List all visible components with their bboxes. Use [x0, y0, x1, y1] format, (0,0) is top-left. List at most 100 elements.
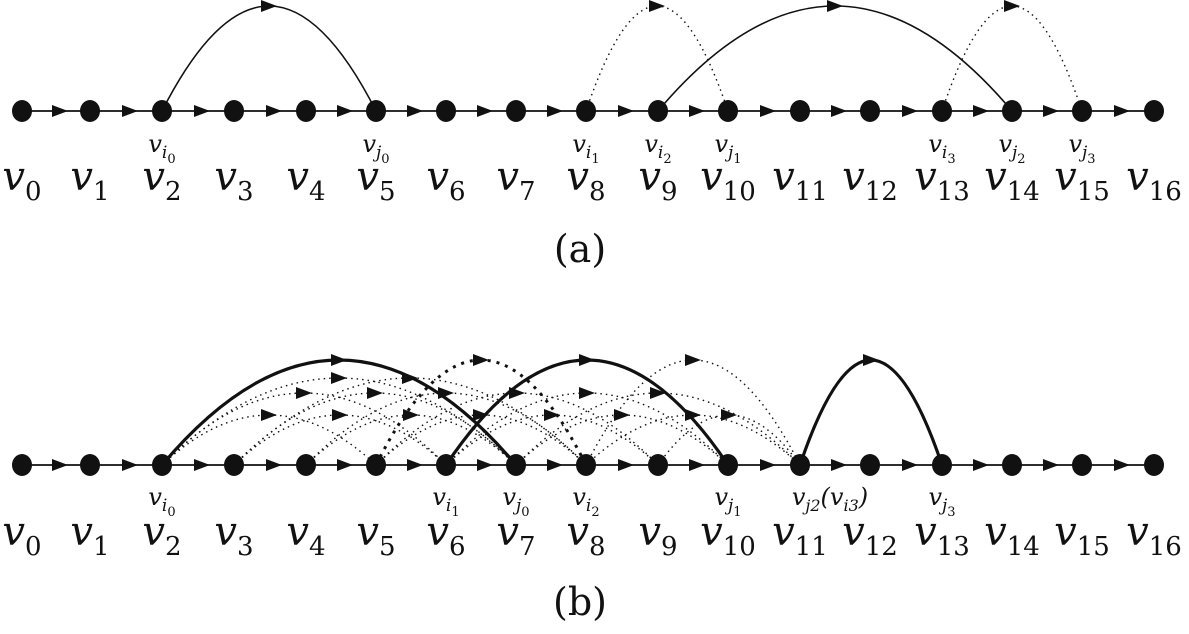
arrowhead-icon: [266, 105, 282, 117]
arrowhead-icon: [618, 459, 634, 471]
arc-edge-v3-v6: [233, 414, 447, 466]
arrowhead-icon: [1004, 0, 1020, 12]
arrowhead-icon: [477, 105, 493, 117]
vertex-node-v16: [1144, 100, 1164, 122]
index-marker-j0: vj0: [502, 483, 529, 520]
vertex-node-v5: [366, 454, 386, 476]
index-marker-i0: vi0: [148, 130, 175, 167]
vertex-node-v10: [718, 100, 738, 122]
arrowhead-icon: [760, 459, 776, 471]
arrowhead-icon: [650, 387, 666, 399]
vertex-label-v16: v16: [1126, 509, 1182, 562]
arrowhead-icon: [473, 409, 489, 421]
index-marker-j3: vj3: [928, 483, 955, 520]
arrowhead-icon: [1043, 105, 1059, 117]
arc-edge-v2-v5: [161, 414, 377, 466]
arrowhead-icon: [194, 459, 210, 471]
vertex-label-v4: v4: [286, 154, 325, 207]
arrowhead-icon: [337, 105, 353, 117]
arc-group: [160, 354, 944, 467]
arrowhead-icon: [402, 372, 418, 384]
vertex-node-v6: [436, 454, 456, 476]
arrowhead-icon: [52, 459, 68, 471]
arrowhead-icon: [863, 354, 879, 366]
vertex-label-v11: v11: [772, 509, 828, 562]
vertex-label-v1: v1: [70, 509, 109, 562]
arrowhead-icon: [618, 105, 634, 117]
vertex-node-v13: [932, 454, 952, 476]
arrowhead-icon: [689, 105, 705, 117]
vertex-label-v5: v5: [356, 509, 395, 562]
index-marker-combined: vj2(vi3): [792, 483, 868, 515]
arrowhead-icon: [438, 387, 454, 399]
vertex-node-v8: [576, 100, 596, 122]
vertex-label-v13: v13: [914, 509, 970, 562]
arrowhead-icon: [579, 354, 595, 366]
index-marker-j0: vj0: [362, 130, 389, 167]
index-marker-j1: vj1: [714, 130, 741, 167]
arc-edge-v5-v9: [375, 392, 659, 466]
vertex-label-v10: v10: [700, 509, 756, 562]
arrowhead-icon: [689, 459, 705, 471]
vertex-node-v6: [436, 100, 456, 122]
vertex-node-v0: [12, 100, 32, 122]
arrowhead-icon: [685, 409, 701, 421]
arrowhead-icon: [1114, 459, 1130, 471]
arrowhead-icon: [902, 105, 918, 117]
vertex-node-v12: [860, 100, 880, 122]
arc-edge-v13-v15: [941, 5, 1083, 112]
arc-edge-v6-v10: [445, 392, 729, 466]
vertex-label-v11: v11: [772, 154, 828, 207]
arrowhead-icon: [973, 105, 989, 117]
arrowhead-icon: [261, 409, 277, 421]
arrowhead-icon: [509, 387, 525, 399]
vertex-label-v13: v13: [914, 154, 970, 207]
vertex-label-v1: v1: [70, 154, 109, 207]
arc-edge-v2-v5: [161, 5, 377, 112]
vertex-node-v2: [152, 100, 172, 122]
arrowhead-icon: [973, 459, 989, 471]
panel-caption-b: (b): [553, 580, 607, 624]
arrowhead-icon: [266, 459, 282, 471]
vertex-node-v4: [296, 100, 316, 122]
arc-edge-v5-v8: [375, 414, 587, 466]
arrowhead-icon: [261, 0, 277, 12]
arrowhead-icon: [473, 354, 489, 366]
arc-edge-v9-v14: [657, 5, 1013, 112]
index-marker-j3: vj3: [1068, 130, 1095, 167]
vertex-node-v11: [790, 100, 810, 122]
arrowhead-icon: [827, 0, 843, 12]
index-marker-i1: vi1: [572, 130, 599, 167]
vertex-node-v12: [860, 454, 880, 476]
vertex-label-v14: v14: [984, 154, 1040, 207]
arrowhead-icon: [685, 354, 701, 366]
arrowhead-icon: [122, 105, 138, 117]
vertex-label-v9: v9: [638, 509, 677, 562]
vertex-label-v10: v10: [700, 154, 756, 207]
arrowhead-icon: [52, 105, 68, 117]
arrowhead-icon: [831, 459, 847, 471]
arrowhead-icon: [332, 409, 348, 421]
arrowhead-icon: [1043, 459, 1059, 471]
vertex-label-v2: v2: [142, 509, 181, 562]
arrowhead-icon: [337, 459, 353, 471]
index-marker-i0: vi0: [148, 483, 175, 520]
index-marker-i2: vi2: [644, 130, 671, 167]
vertex-node-v14: [1002, 100, 1022, 122]
arrowhead-icon: [407, 459, 423, 471]
index-marker-i3: vi3: [928, 130, 955, 167]
arc-edge-v8-v11: [585, 414, 801, 466]
vertex-node-v0: [12, 454, 32, 476]
vertex-node-v14: [1002, 454, 1022, 476]
arc-edge-v8-v10: [585, 5, 729, 112]
vertex-node-v10: [718, 454, 738, 476]
vertex-node-v5: [366, 100, 386, 122]
vertex-node-v9: [648, 100, 668, 122]
vertex-node-v11: [790, 454, 810, 476]
vertex-label-v9: v9: [638, 154, 677, 207]
arrowhead-icon: [721, 409, 737, 421]
vertex-label-v15: v15: [1054, 154, 1110, 207]
arrowhead-icon: [122, 459, 138, 471]
arrowhead-icon: [331, 372, 347, 384]
vertex-label-v0: v0: [2, 154, 41, 207]
